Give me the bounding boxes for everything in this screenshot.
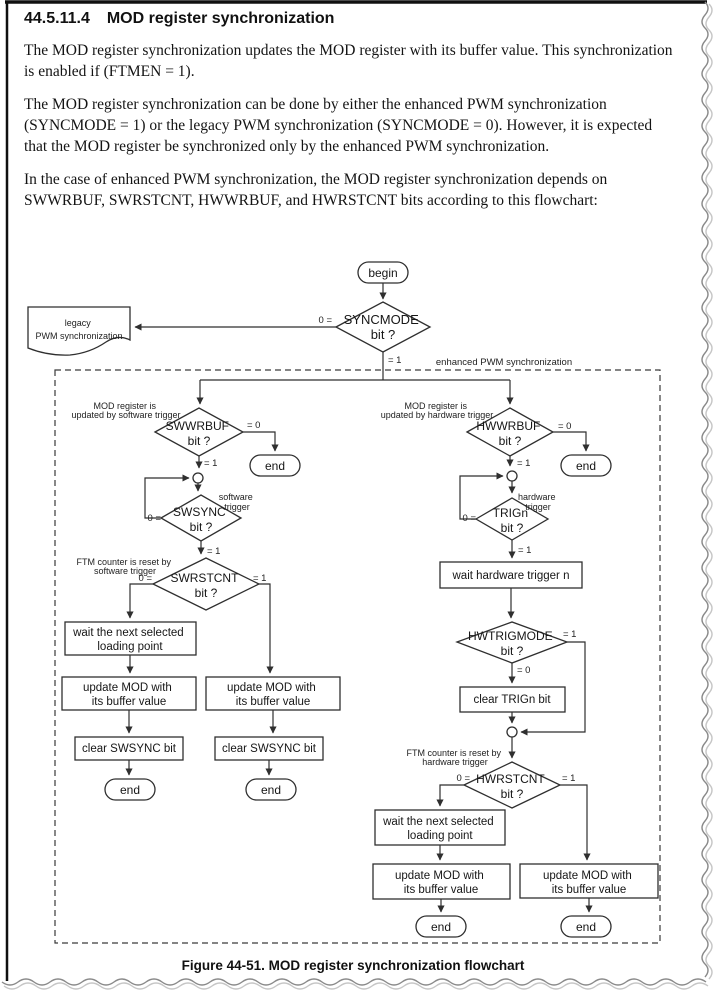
enhanced-sync-region — [54, 369, 661, 944]
swwrbuf-decision — [153, 407, 245, 457]
junction-hw — [506, 470, 518, 482]
clear-swsync-label-1: clear SWSYNC bit — [82, 743, 177, 755]
end-terminator-hw1 — [415, 915, 467, 938]
wait-loading-label-hw: wait the next selected loading point — [382, 816, 497, 842]
hwrstcnt-label: HWRSTCNT bit ? — [476, 772, 548, 801]
update-mod-label-hw1: update MOD with its buffer value — [395, 870, 487, 896]
hwwrbuf-decision — [465, 407, 555, 457]
hwtrigmode-decision — [455, 621, 569, 664]
paragraph-3: In the case of enhanced PWM synchronizat… — [24, 171, 608, 209]
end-label-hw2: end — [576, 920, 596, 934]
update-mod-label-sw1: update MOD with its buffer value — [83, 682, 175, 708]
swsync-label: SWSYNC bit ? — [173, 505, 229, 534]
hwrstcnt-1-label: = 1 — [562, 773, 575, 784]
hardware-trigger-annotation: hardware trigger — [518, 492, 558, 512]
end-terminator-hw0 — [560, 454, 612, 477]
end-terminator-hw2 — [560, 915, 612, 938]
syncmode-decision — [334, 301, 432, 353]
end-label-sw1: end — [120, 783, 140, 797]
figure-caption: Figure 44-51. MOD register synchronizati… — [181, 958, 525, 973]
end-label-sw2: end — [261, 783, 281, 797]
hwrstcnt-decision — [462, 761, 562, 809]
mod-hardware-annotation: MOD register is updated by hardware trig… — [381, 401, 494, 420]
update-mod-box-sw2 — [205, 676, 341, 711]
syncmode-1-label: = 1 — [388, 355, 401, 366]
hwwrbuf-label: HWWRBUF bit ? — [476, 419, 543, 448]
section-heading: 44.5.11.4 MOD register synchronization — [24, 10, 674, 28]
wait-hw-trigger-box — [439, 561, 583, 589]
flowchart-labels: 0 = = 1 enhanced PWM synchronization MOD… — [71, 315, 576, 784]
update-mod-box-hw1 — [372, 863, 511, 900]
clear-swsync-box-2 — [214, 736, 324, 761]
end-terminator-sw2 — [245, 778, 297, 801]
update-mod-label-hw2: update MOD with its buffer value — [543, 870, 635, 896]
swwrbuf-1-label: = 1 — [204, 458, 217, 469]
legacy-pwm-document — [27, 306, 131, 356]
update-mod-box-sw1 — [61, 676, 197, 711]
syncmode-label: SYNCMODE bit ? — [344, 312, 423, 342]
update-mod-box-hw2 — [519, 863, 659, 899]
ftm-hardware-annotation: FTM counter is reset by hardware trigger — [406, 748, 503, 767]
swsync-0-label: 0 = — [148, 513, 162, 524]
begin-label: begin — [368, 266, 397, 280]
syncmode-0-label: 0 = — [319, 315, 333, 326]
swrstcnt-0-label: 0 = — [139, 573, 153, 584]
legacy-pwm-label: legacy PWM synchronization — [35, 318, 122, 341]
end-terminator-sw1 — [104, 778, 156, 801]
section-title: MOD register synchronization — [106, 10, 335, 27]
hwwrbuf-1-label: = 1 — [517, 458, 530, 469]
swsync-decision — [159, 494, 243, 542]
end-label-sw0: end — [265, 459, 285, 473]
flowchart-edges — [125, 283, 593, 913]
paragraph-2: The MOD register synchronization can be … — [24, 96, 653, 155]
clear-trign-box — [459, 686, 566, 713]
swrstcnt-label: SWRSTCNT bit ? — [170, 571, 241, 600]
trign-1-label: = 1 — [518, 545, 531, 556]
wait-loading-box-sw — [64, 621, 197, 656]
begin-terminator — [357, 261, 409, 284]
section-number: 44.5.11.4 — [24, 10, 90, 27]
end-terminator-sw0 — [249, 454, 301, 477]
trign-0-label: 0 = — [463, 513, 477, 524]
swwrbuf-0-label: = 0 — [247, 420, 260, 431]
clear-trign-label: clear TRIGn bit — [473, 694, 551, 706]
software-trigger-annotation: software trigger — [219, 492, 256, 512]
paragraph-1: The MOD register synchronization updates… — [24, 42, 673, 80]
trign-decision — [474, 497, 550, 541]
flowchart-nodes: begin SYNCMODE bit ? legacy PWM synchron… — [27, 261, 659, 938]
update-mod-label-sw2: update MOD with its buffer value — [227, 682, 319, 708]
hwwrbuf-0-label: = 0 — [558, 421, 571, 432]
swrstcnt-1-label: = 1 — [253, 573, 266, 584]
clear-swsync-label-2: clear SWSYNC bit — [222, 743, 317, 755]
clear-swsync-box-1 — [74, 736, 184, 761]
end-label-hw1: end — [431, 920, 451, 934]
junction-hw2 — [506, 726, 518, 738]
wait-loading-label-sw: wait the next selected loading point — [72, 627, 187, 653]
swrstcnt-decision — [151, 557, 261, 611]
enhanced-region-label: enhanced PWM synchronization — [436, 357, 572, 368]
section-content: 44.5.11.4 MOD register synchronization Th… — [24, 10, 674, 211]
swwrbuf-label: SWWRBUF bit ? — [166, 419, 233, 448]
junction-sw — [192, 472, 204, 484]
hwrstcnt-0-label: 0 = — [457, 773, 471, 784]
trign-label: TRIGn bit ? — [493, 506, 532, 535]
ftm-software-annotation: FTM counter is reset by software trigger — [76, 557, 173, 576]
end-label-hw0: end — [576, 459, 596, 473]
wait-loading-box-hw — [374, 809, 506, 846]
wait-hw-trigger-label: wait hardware trigger n — [452, 570, 570, 582]
hwtrigmode-label: HWTRIGMODE bit ? — [468, 629, 556, 658]
hwtrigmode-0-label: = 0 — [517, 665, 530, 676]
mod-software-annotation: MOD register is updated by software trig… — [71, 401, 180, 420]
swsync-1-label: = 1 — [207, 546, 220, 557]
hwtrigmode-1-label: = 1 — [563, 629, 576, 640]
